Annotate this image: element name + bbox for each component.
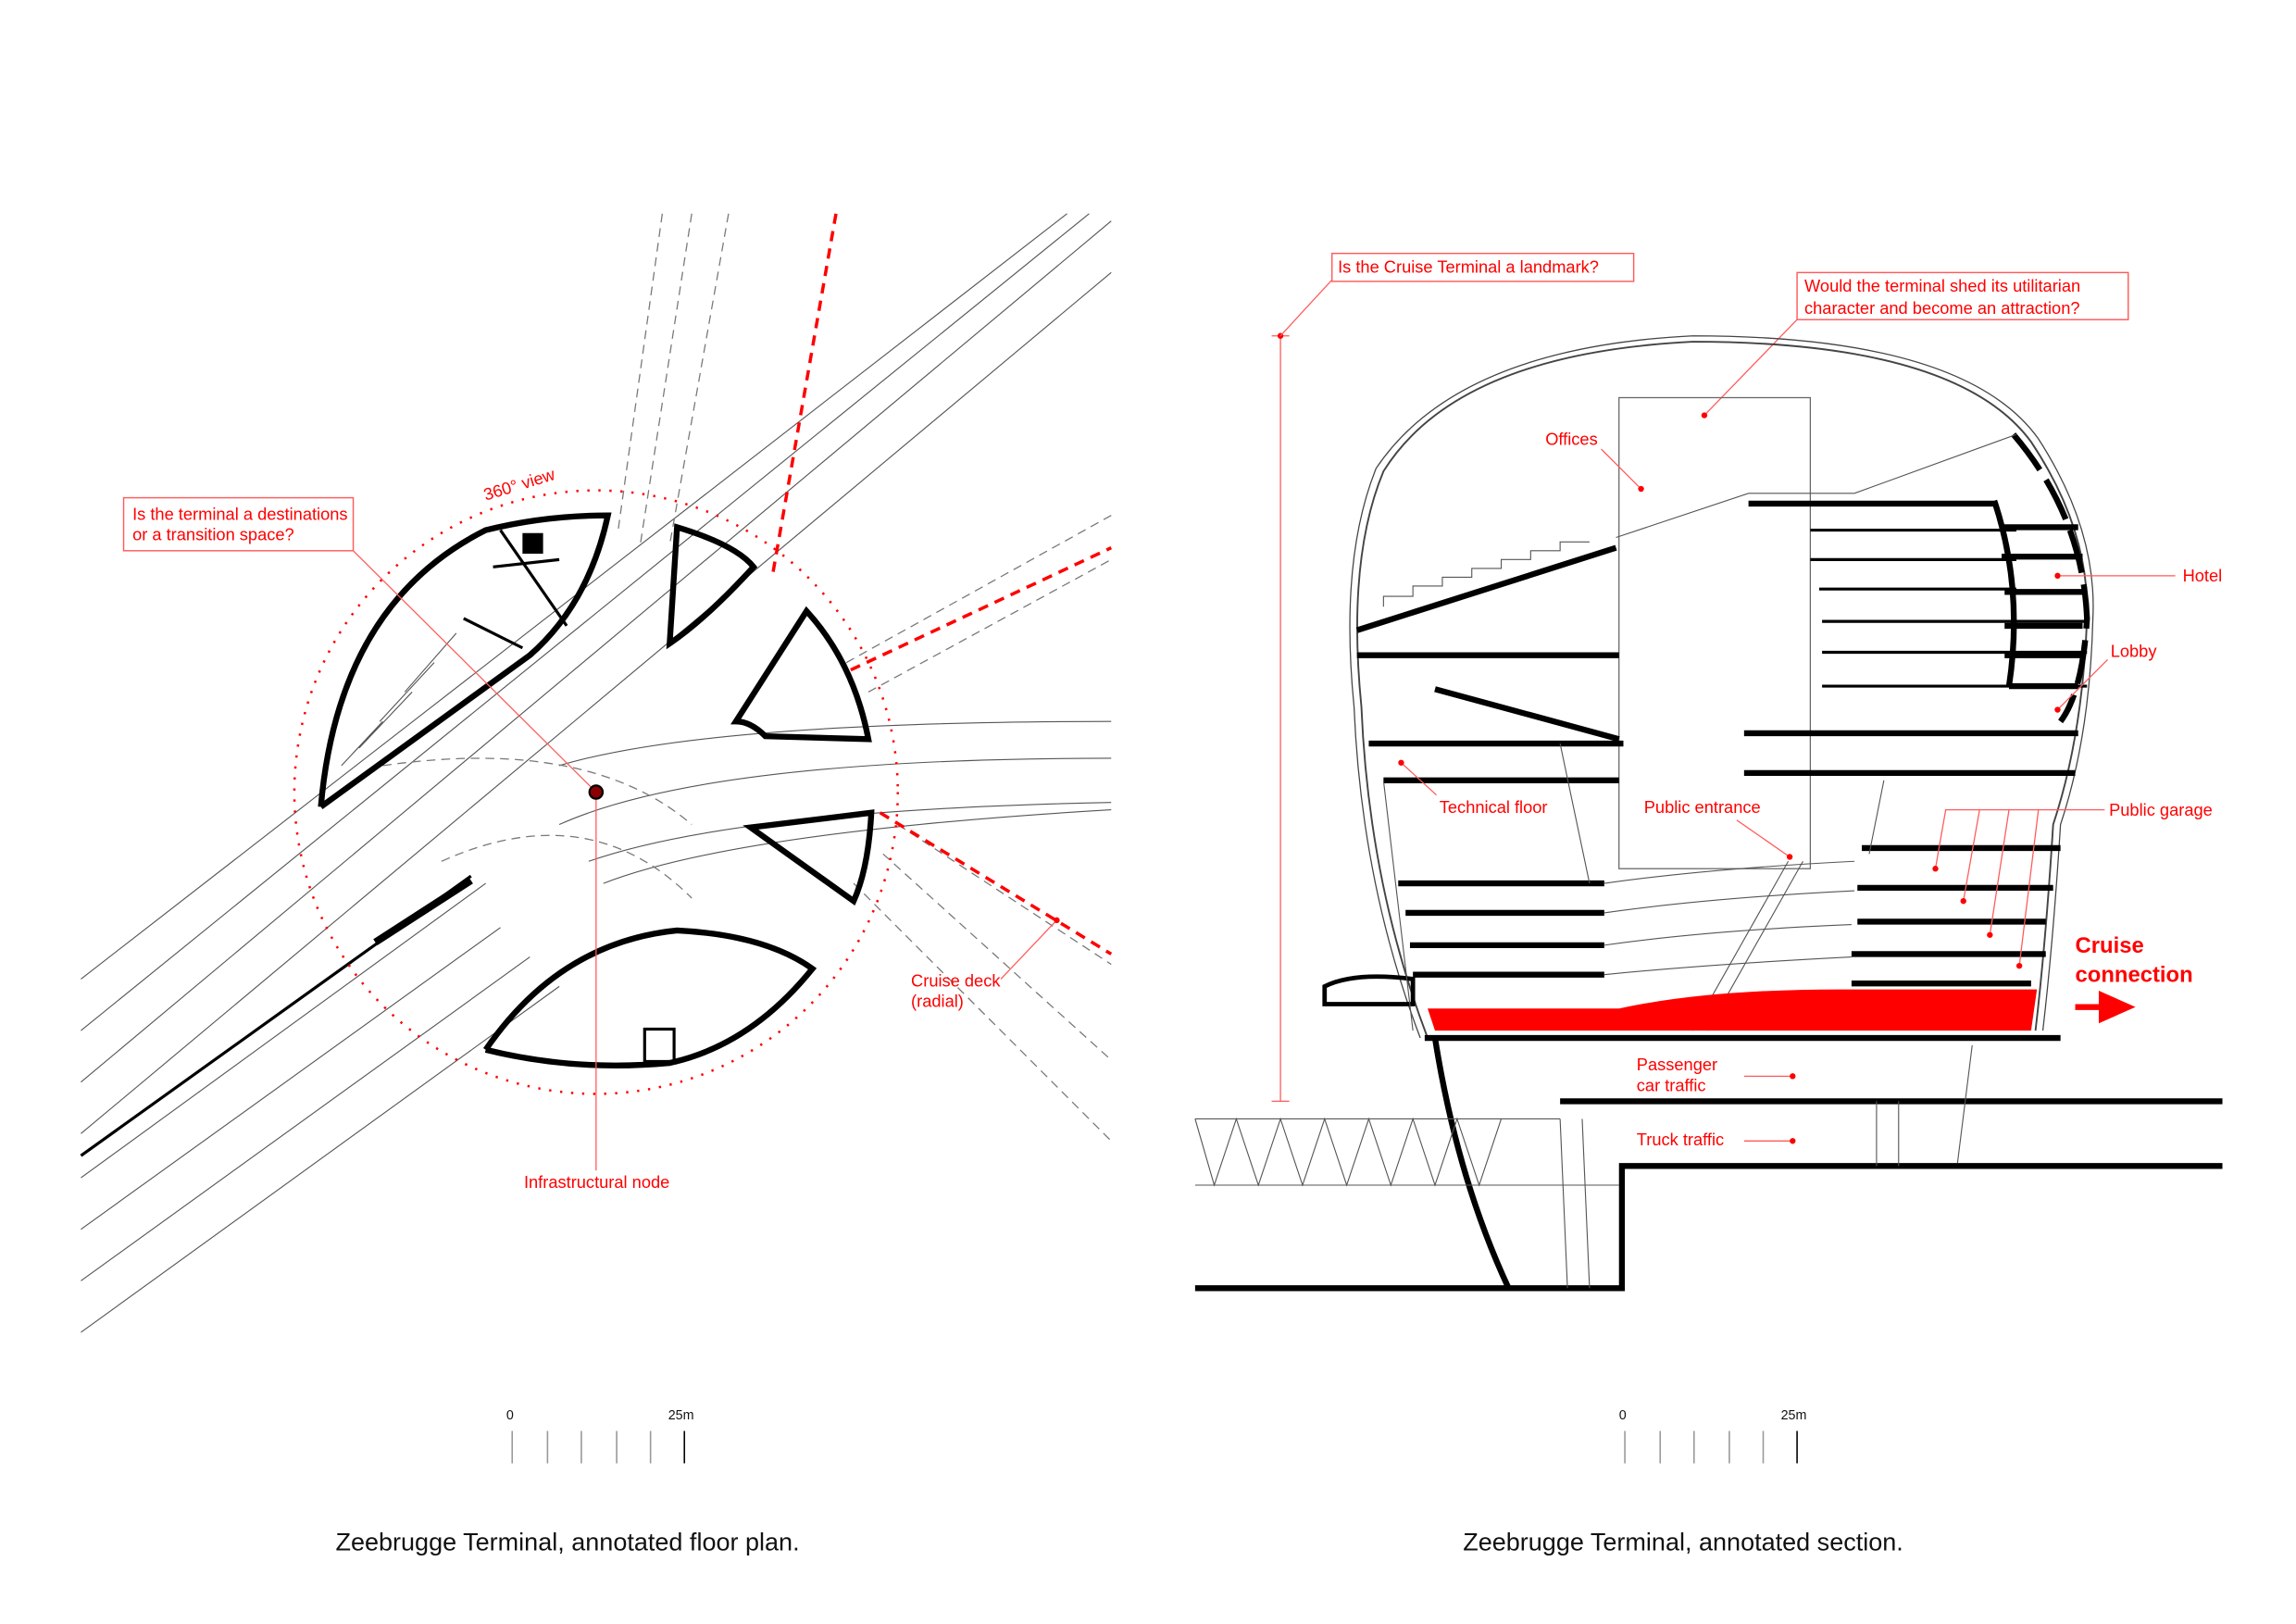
destination-question-box — [122, 496, 355, 552]
destination-question-line1: Is the terminal a destinations — [132, 504, 348, 523]
technical-floor-label: Technical floor — [1440, 797, 1548, 817]
scale-start: 0 — [1619, 1408, 1627, 1423]
scale-end: 25m — [1781, 1408, 1807, 1423]
destination-question-line2: or a transition space? — [132, 525, 294, 544]
floor-plan-caption: Zeebrugge Terminal, annotated floor plan… — [335, 1528, 799, 1555]
scale-start: 0 — [506, 1408, 514, 1423]
public-entrance-label: Public entrance — [1644, 797, 1761, 817]
cruise-deck-label-2: (radial) — [911, 992, 964, 1011]
infrastructural-node-marker — [588, 784, 605, 800]
arrow-right-icon — [2075, 991, 2136, 1024]
section: Is the Cruise Terminal a landmark? Would… — [1194, 252, 2223, 1555]
hotel-label: Hotel — [2183, 566, 2223, 585]
building-pods — [318, 512, 875, 1068]
building-section — [1194, 335, 2223, 1292]
scale-end: 25m — [668, 1408, 694, 1423]
truck-label: Truck traffic — [1637, 1130, 1724, 1149]
cruise-connection-line1: Cruise — [2076, 933, 2144, 958]
passenger-label-1: Passenger — [1637, 1055, 1717, 1074]
plan-scale-bar: 0 25m — [506, 1408, 694, 1464]
node-leader — [353, 550, 597, 1171]
node-label: Infrastructural node — [524, 1172, 669, 1192]
public-garage-label: Public garage — [2109, 800, 2213, 819]
lobby-label: Lobby — [2111, 641, 2158, 660]
floor-plan: Is the terminal a destinations or a tran… — [80, 213, 1113, 1555]
cruise-deck-leader — [1000, 919, 1057, 980]
section-scale-bar: 0 25m — [1619, 1408, 1807, 1464]
section-caption: Zeebrugge Terminal, annotated section. — [1463, 1528, 1903, 1555]
height-dimension — [1271, 335, 1290, 1103]
cruise-level-highlight — [1428, 989, 2038, 1031]
cruise-deck-label-1: Cruise deck — [911, 970, 1001, 990]
attraction-question-line2: character and become an attraction? — [1804, 298, 2080, 318]
view-radius-circle — [293, 489, 900, 1095]
attraction-question-line1: Would the terminal shed its utilitarian — [1804, 276, 2080, 295]
cruise-connection-line2: connection — [2076, 963, 2193, 988]
landmark-question: Is the Cruise Terminal a landmark? — [1338, 256, 1599, 276]
passenger-label-2: car traffic — [1637, 1075, 1706, 1094]
offices-label: Offices — [1545, 429, 1598, 448]
view-label: 360° view — [481, 464, 558, 505]
section-labels: Offices Hotel Lobby Technical floor Publ… — [1398, 429, 2222, 1149]
